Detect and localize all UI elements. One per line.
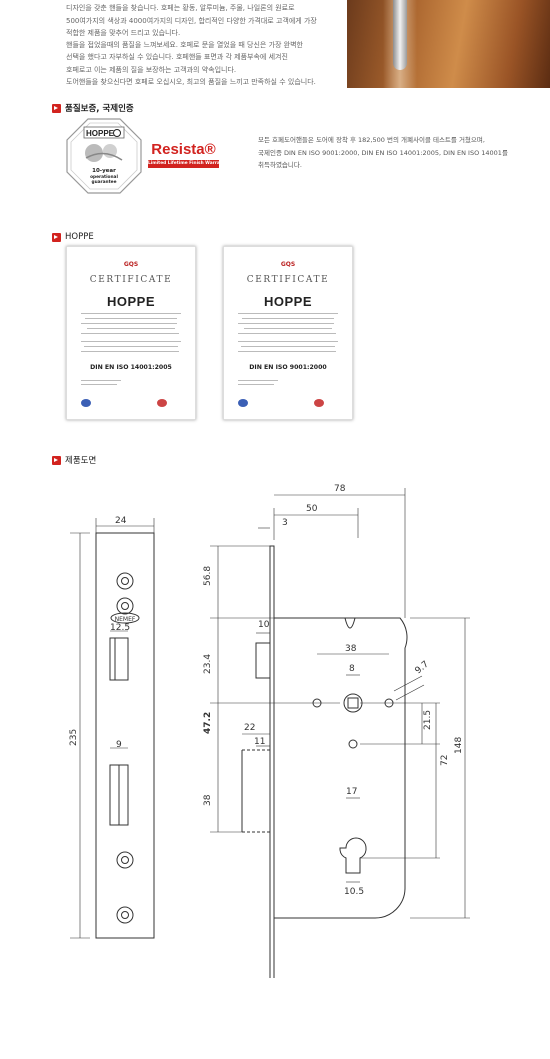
intro-line: 500여가지의 색상과 4000여가지의 디자인, 합리적인 다양한 가격대로 …: [66, 17, 317, 25]
intro-line: 디자인을 갖춘 핸들을 찾습니다. 호페는 황동, 알루미늄, 주물, 나일론의…: [66, 4, 295, 12]
arrow-bullet-icon: [52, 232, 61, 242]
hoppe-logo: HOPPE: [106, 294, 155, 309]
intro-line: 호페로고 이는 제품의 질을 보장하는 고객과의 약속입니다.: [66, 66, 237, 74]
resista-logo: Resista® Limited Lifetime Finish Warrant…: [147, 141, 228, 171]
dim-label: 235: [69, 729, 79, 746]
dim-label: 21.5: [423, 710, 433, 730]
intro-line: 핸들을 접었을때의 품질을 느껴보세요. 호페로 문을 열었을 때 당신은 가장…: [66, 41, 303, 49]
hoppe-guarantee-badge: HOPPE 10-year operational guarantee: [66, 118, 142, 194]
quality-line: 모든 호페도어핸들은 도어에 장착 후 182,500 번의 개폐사이클 테스트…: [258, 136, 485, 144]
section-title: 제품도면: [65, 456, 97, 466]
nemef-label: NEMEF: [115, 616, 136, 623]
product-drawing: NEMEF: [60, 478, 510, 989]
dim-label: 11: [254, 737, 265, 747]
dim-label: 23.4: [203, 654, 213, 674]
gqs-logo: GQS: [280, 261, 296, 268]
certificate-iso14001: GQS CERTIFICATE HOPPE DIN EN ISO 14001:2…: [66, 246, 196, 420]
seal-icon: [81, 399, 91, 407]
gqs-logo: GQS: [123, 261, 139, 268]
badge-line: 10-year: [92, 168, 116, 174]
certificate-title: CERTIFICATE: [246, 275, 330, 285]
door-handle-photo: [347, 0, 550, 88]
section-header-hoppe: HOPPE: [52, 231, 94, 243]
dim-label: 72: [440, 755, 450, 766]
dim-label: 56.8: [203, 566, 213, 586]
dim-label: 10: [258, 620, 270, 630]
section-title: 품질보증, 국제인증: [65, 104, 134, 114]
dim-label: 78: [334, 484, 346, 494]
intro-line: 도어핸들을 찾으신다면 호페로 오십시오, 최고의 품질을 느끼고 만족하실 수…: [66, 78, 316, 86]
dim-label: 9: [116, 740, 122, 750]
dim-label: 22: [244, 723, 255, 733]
dim-label: 3: [282, 518, 288, 528]
certificate-iso9001: GQS CERTIFICATE HOPPE DIN EN ISO 9001:20…: [223, 246, 353, 420]
dim-label: 17: [346, 787, 357, 797]
badge-brand: HOPPE: [86, 129, 115, 138]
dim-label: 10.5: [344, 887, 364, 897]
resista-name: Resista®: [151, 141, 216, 158]
seal-icon: [157, 399, 167, 407]
hoppe-logo: HOPPE: [263, 294, 312, 309]
arrow-bullet-icon: [52, 103, 61, 113]
dim-label: 12.5: [110, 623, 130, 633]
badge-line: operational: [90, 174, 118, 180]
section-header-quality: 품질보증, 국제인증: [52, 102, 134, 114]
seal-icon: [238, 399, 248, 407]
quality-line: 국제인증 DIN EN ISO 9001:2000, DIN EN ISO 14…: [258, 149, 508, 157]
dim-label: 8: [349, 664, 355, 674]
dim-label: 148: [454, 737, 464, 754]
intro-line: 선택을 했다고 자부하실 수 있습니다. 호페핸들 표면과 각 제품부속에 세겨…: [66, 53, 288, 61]
intro-line: 적합한 제품을 맞추어 드리고 있습니다.: [66, 29, 181, 37]
quality-line: 취득하였습니다.: [258, 161, 302, 169]
certificate-standard: DIN EN ISO 9001:2000: [249, 364, 327, 371]
certificate-standard: DIN EN ISO 14001:2005: [90, 364, 172, 371]
badge-line: guarantee: [92, 179, 117, 185]
dim-label: 50: [306, 504, 318, 514]
dim-label: 38: [203, 794, 213, 806]
dim-label: 24: [115, 516, 127, 526]
dim-label: 9.7: [414, 659, 431, 676]
resista-subtitle: Limited Lifetime Finish Warranty: [148, 160, 228, 168]
arrow-bullet-icon: [52, 455, 61, 465]
seal-icon: [314, 399, 324, 407]
section-header-drawing: 제품도면: [52, 454, 96, 466]
dim-label: 38: [345, 644, 357, 654]
dim-label: 47.2: [203, 712, 213, 734]
certificate-title: CERTIFICATE: [89, 275, 173, 285]
section-title: HOPPE: [65, 232, 94, 242]
